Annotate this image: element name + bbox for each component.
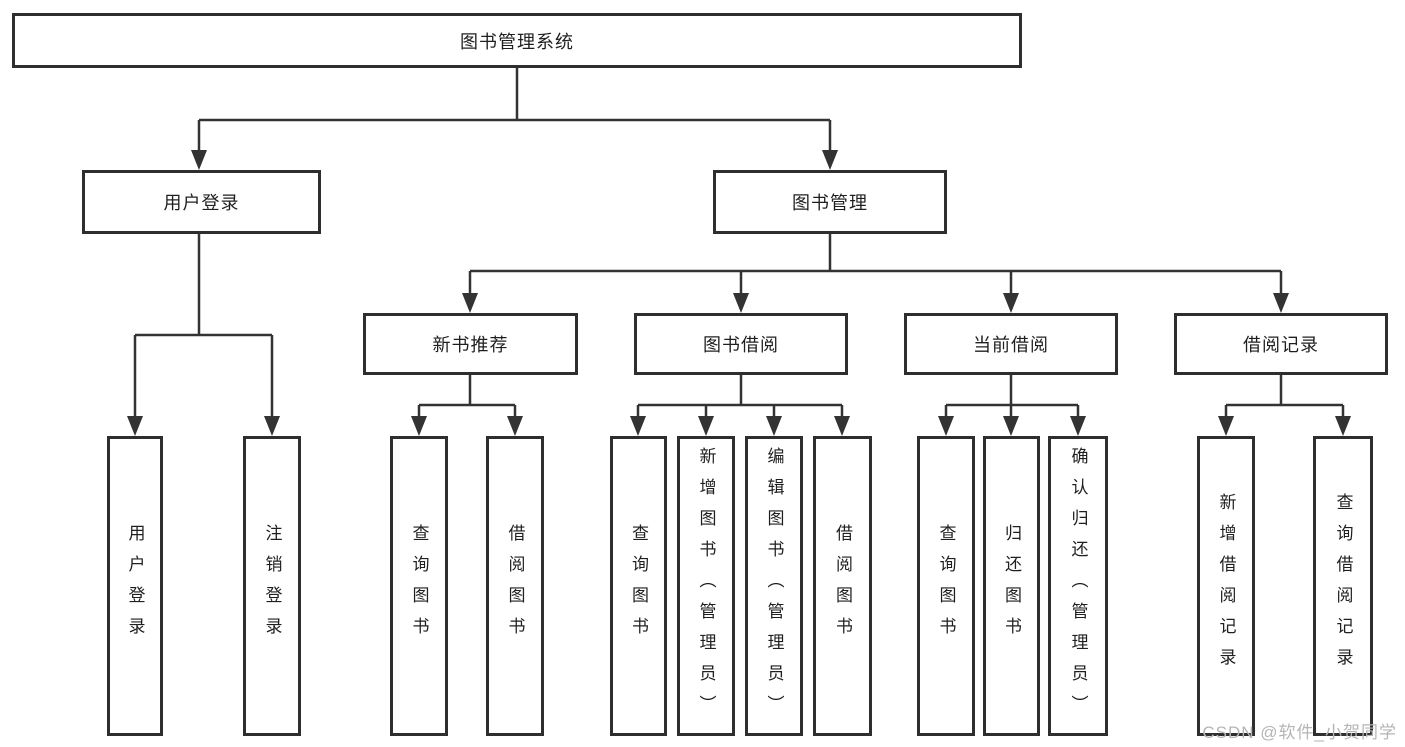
leaf-query-books-2: 查询图书 [610, 436, 667, 736]
leaf-edit-books-admin: 编辑图书（管理员） [745, 436, 803, 736]
node-book-borrow: 图书借阅 [634, 313, 848, 375]
node-current-borrow: 当前借阅 [904, 313, 1118, 375]
leaf-label: 查询图书 [936, 524, 956, 648]
leaf-confirm-return-admin: 确认归还（管理员） [1048, 436, 1108, 736]
leaf-label: 编辑图书（管理员） [764, 446, 784, 726]
leaf-query-books-1: 查询图书 [390, 436, 448, 736]
leaf-return-books: 归还图书 [983, 436, 1040, 736]
leaf-label: 借阅图书 [505, 524, 525, 648]
node-user-login: 用户登录 [82, 170, 321, 234]
leaf-label: 确认归还（管理员） [1068, 446, 1088, 726]
leaf-user-login: 用户登录 [107, 436, 163, 736]
csdn-watermark: CSDN @软件_小贺同学 [1202, 723, 1397, 742]
node-label: 借阅记录 [1243, 335, 1319, 355]
leaf-logout: 注销登录 [243, 436, 301, 736]
leaf-add-borrow-record: 新增借阅记录 [1197, 436, 1255, 736]
leaf-query-books-3: 查询图书 [917, 436, 975, 736]
node-book-management-label: 图书管理 [792, 193, 868, 213]
leaf-label: 查询图书 [409, 524, 429, 648]
leaf-label: 新增图书（管理员） [696, 446, 716, 726]
node-borrow-records: 借阅记录 [1174, 313, 1388, 375]
leaf-label: 归还图书 [1002, 524, 1021, 648]
node-new-book-recommend: 新书推荐 [363, 313, 578, 375]
node-label: 当前借阅 [973, 335, 1049, 355]
node-user-login-label: 用户登录 [163, 193, 240, 213]
leaf-label: 查询图书 [629, 524, 648, 648]
leaf-label: 注销登录 [262, 524, 282, 648]
node-root: 图书管理系统 [12, 13, 1022, 68]
leaf-add-books-admin: 新增图书（管理员） [677, 436, 735, 736]
leaf-label: 查询借阅记录 [1333, 493, 1353, 679]
leaf-label: 用户登录 [125, 524, 145, 648]
leaf-borrow-books-1: 借阅图书 [486, 436, 544, 736]
leaf-label: 借阅图书 [833, 524, 852, 648]
leaf-label: 新增借阅记录 [1216, 493, 1236, 679]
leaf-query-borrow-record: 查询借阅记录 [1313, 436, 1373, 736]
node-root-label: 图书管理系统 [460, 31, 574, 52]
leaf-borrow-books-2: 借阅图书 [813, 436, 872, 736]
node-label: 新书推荐 [432, 335, 509, 355]
node-label: 图书借阅 [703, 335, 779, 355]
node-book-management: 图书管理 [713, 170, 947, 234]
